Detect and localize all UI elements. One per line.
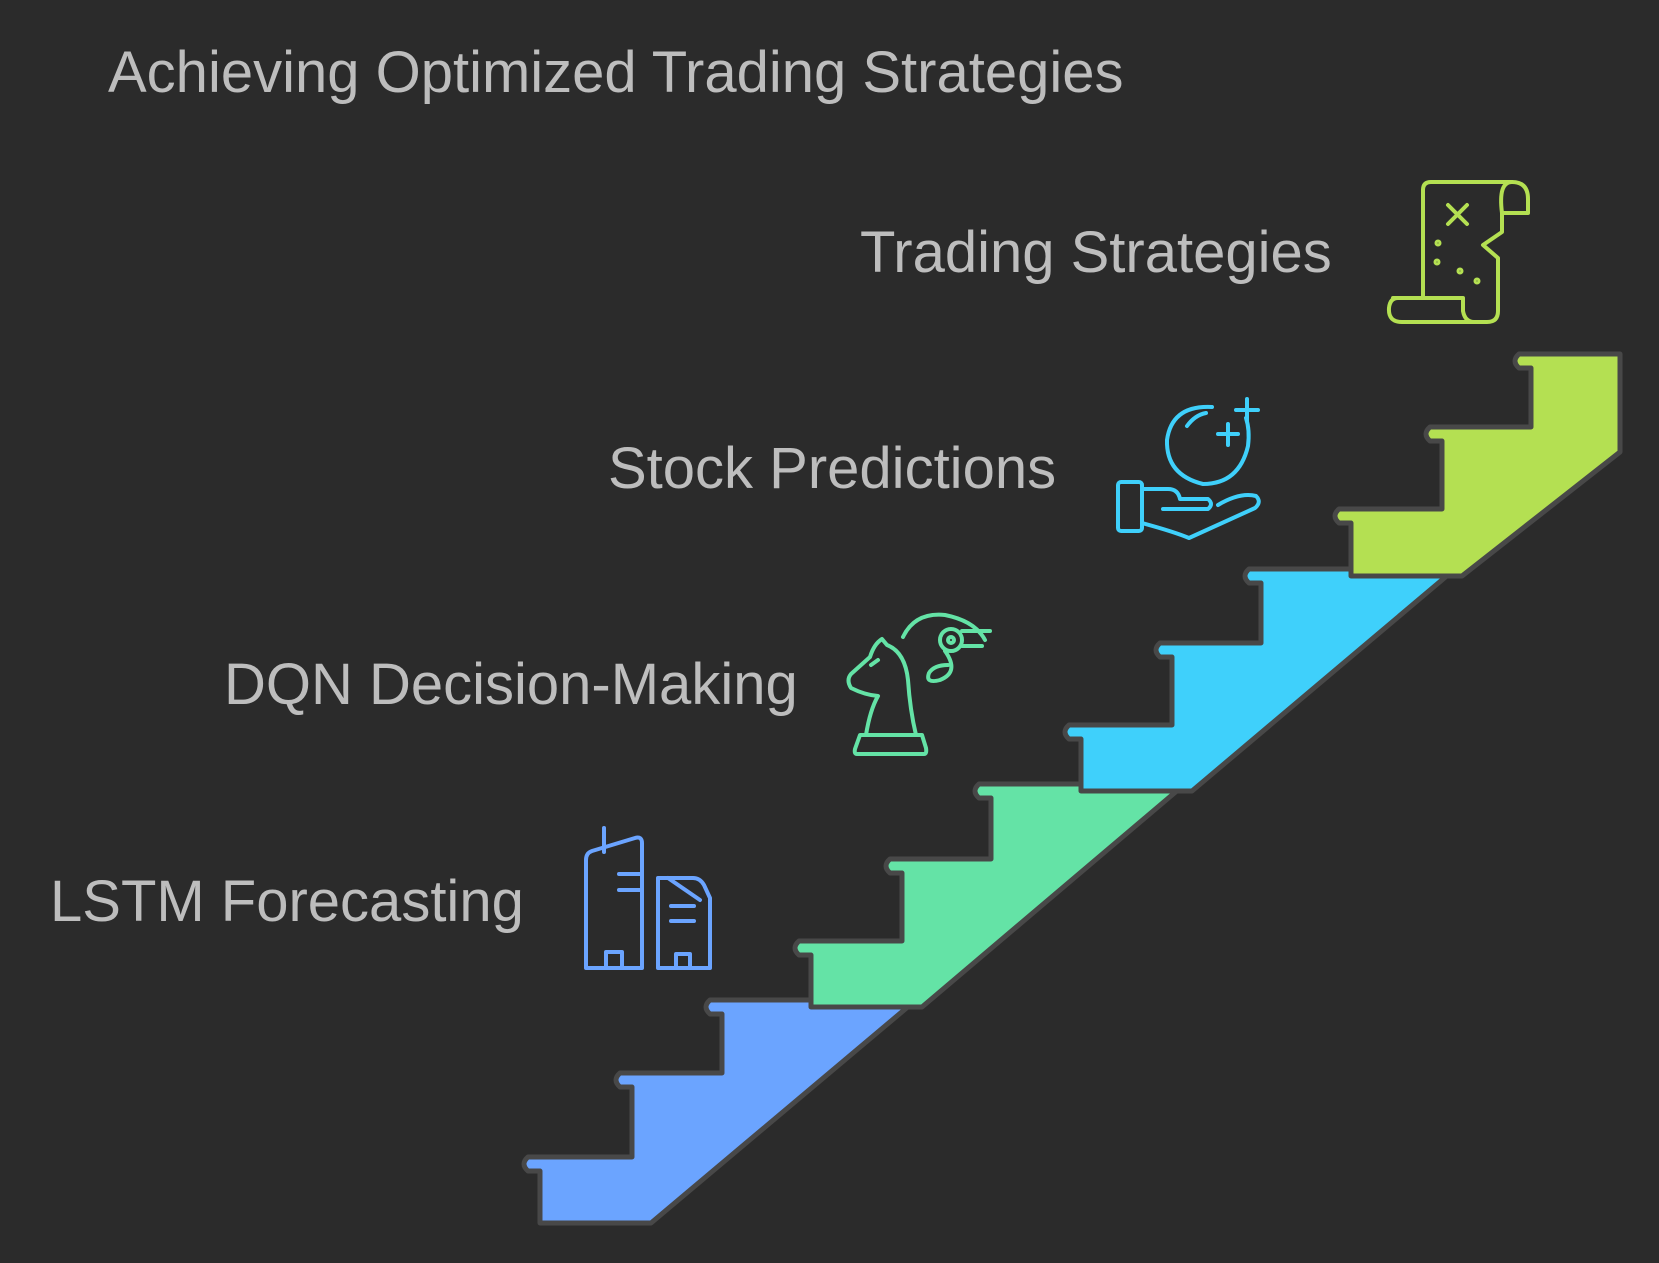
hand-crystal-ball-icon [1116,397,1261,540]
step-label-trading-strategies: Trading Strategies [860,220,1332,285]
chess-knight-robot-icon [846,612,992,756]
stair-step-stock [1062,566,1458,794]
buildings-icon [584,826,712,970]
step-label-lstm-forecasting: LSTM Forecasting [50,869,524,934]
treasure-map-scroll-icon [1386,180,1530,324]
stair-step-dqn [792,781,1188,1010]
step-label-dqn-decision-making: DQN Decision-Making [224,652,798,717]
stair-step-trading [1332,351,1623,579]
stair-step-lstm [521,997,919,1226]
step-label-stock-predictions: Stock Predictions [608,436,1057,501]
diagram-title: Achieving Optimized Trading Strategies [108,40,1124,105]
